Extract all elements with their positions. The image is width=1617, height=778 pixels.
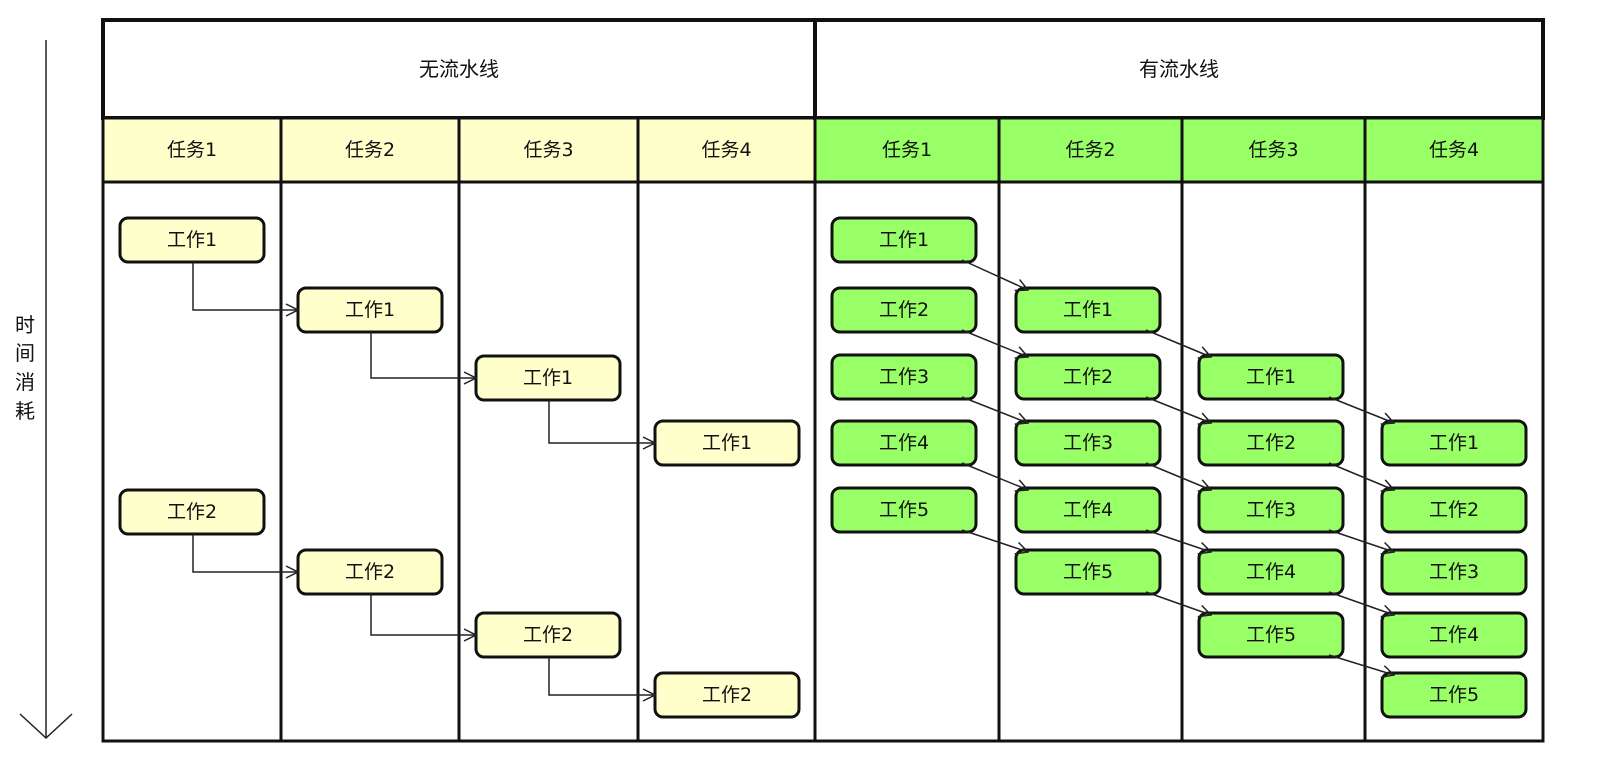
job-box-label: 工作2 xyxy=(167,501,217,523)
column-header-label: 任务1 xyxy=(882,139,932,161)
time-axis-label-char: 间 xyxy=(15,341,35,365)
section-title: 无流水线 xyxy=(419,57,499,81)
job-box-label: 工作4 xyxy=(1246,561,1296,583)
job-connector-arrow xyxy=(1145,329,1211,357)
job-box-label: 工作2 xyxy=(523,624,573,646)
job-box-label: 工作1 xyxy=(167,229,217,251)
job-box-label: 工作1 xyxy=(702,432,752,454)
job-connector-arrow xyxy=(548,657,655,695)
job-box xyxy=(118,216,266,264)
job-box-label: 工作2 xyxy=(1429,499,1479,521)
job-box-label: 工作2 xyxy=(879,299,929,321)
job-connector-arrow xyxy=(961,529,1028,552)
job-box xyxy=(830,286,978,334)
job-box-label: 工作2 xyxy=(1063,366,1113,388)
time-axis-label-char: 消 xyxy=(15,370,35,394)
job-box xyxy=(830,419,978,467)
job-box-label: 工作5 xyxy=(879,499,929,521)
section-title-box xyxy=(813,18,1545,120)
job-box xyxy=(1197,353,1345,401)
job-box-label: 工作4 xyxy=(879,432,929,454)
job-box-label: 工作3 xyxy=(1429,561,1479,583)
column-header xyxy=(1180,116,1367,184)
job-box-label: 工作1 xyxy=(523,367,573,389)
column-header-label: 任务3 xyxy=(1248,139,1298,161)
job-box-label: 工作2 xyxy=(702,684,752,706)
job-box-label: 工作5 xyxy=(1063,561,1113,583)
job-connector-arrow xyxy=(1328,591,1394,615)
job-box xyxy=(1014,486,1162,534)
job-box xyxy=(830,216,978,264)
job-connector-arrow xyxy=(961,329,1028,357)
job-box-label: 工作3 xyxy=(879,366,929,388)
job-connector-arrow xyxy=(192,534,298,572)
job-box-label: 工作2 xyxy=(1246,432,1296,454)
job-box xyxy=(1014,548,1162,596)
job-box xyxy=(1380,611,1528,659)
job-connector-arrow xyxy=(961,396,1028,423)
job-box-label: 工作4 xyxy=(1429,624,1479,646)
time-axis-label-char: 时 xyxy=(15,313,35,337)
time-axis-label-char: 耗 xyxy=(15,399,35,423)
column-header-label: 任务3 xyxy=(523,139,573,161)
job-connector-arrow xyxy=(1145,396,1211,423)
column-body xyxy=(279,180,461,743)
job-connector-arrow xyxy=(961,462,1028,490)
job-box-label: 工作3 xyxy=(1063,432,1113,454)
job-connector-arrow xyxy=(1328,396,1394,423)
job-connector-arrow xyxy=(370,332,476,378)
column-body xyxy=(101,180,283,743)
job-box-label: 工作1 xyxy=(879,229,929,251)
job-box xyxy=(1197,486,1345,534)
job-box xyxy=(830,486,978,534)
job-connector-arrow xyxy=(1145,591,1211,615)
job-box-label: 工作1 xyxy=(345,299,395,321)
job-connector-arrow xyxy=(1328,529,1394,552)
job-box-label: 工作1 xyxy=(1246,366,1296,388)
job-box-label: 工作5 xyxy=(1246,624,1296,646)
job-connector-arrow xyxy=(548,400,655,443)
time-axis-arrow-icon xyxy=(19,713,73,740)
job-box-label: 工作4 xyxy=(1063,499,1113,521)
job-box-label: 工作1 xyxy=(1063,299,1113,321)
job-connector-arrow xyxy=(1328,654,1394,675)
job-connector-arrow xyxy=(370,594,476,635)
job-connector-arrow xyxy=(1145,529,1211,552)
job-connector-arrow xyxy=(1145,462,1211,490)
section-title: 有流水线 xyxy=(1139,57,1219,81)
column-header-label: 任务2 xyxy=(345,139,395,161)
job-connector-arrow xyxy=(1328,462,1394,490)
column-header-label: 任务1 xyxy=(167,139,217,161)
job-box xyxy=(830,353,978,401)
job-box xyxy=(1197,611,1345,659)
column-header-label: 任务2 xyxy=(1065,139,1115,161)
job-box xyxy=(118,488,266,536)
job-box xyxy=(1380,671,1528,719)
column-header-label: 任务4 xyxy=(1429,139,1479,161)
column-header xyxy=(997,116,1184,184)
job-box-label: 工作5 xyxy=(1429,684,1479,706)
job-connector-arrow xyxy=(192,262,298,310)
job-box xyxy=(1014,286,1162,334)
job-box-label: 工作2 xyxy=(345,561,395,583)
job-box xyxy=(1014,353,1162,401)
job-box-label: 工作1 xyxy=(1429,432,1479,454)
job-connector-arrow xyxy=(961,259,1028,290)
job-box xyxy=(1197,419,1345,467)
job-box xyxy=(1380,548,1528,596)
job-box xyxy=(1380,486,1528,534)
job-box xyxy=(1380,419,1528,467)
job-box xyxy=(1197,548,1345,596)
job-box xyxy=(1014,419,1162,467)
job-box-label: 工作3 xyxy=(1246,499,1296,521)
column-header-label: 任务4 xyxy=(701,139,751,161)
